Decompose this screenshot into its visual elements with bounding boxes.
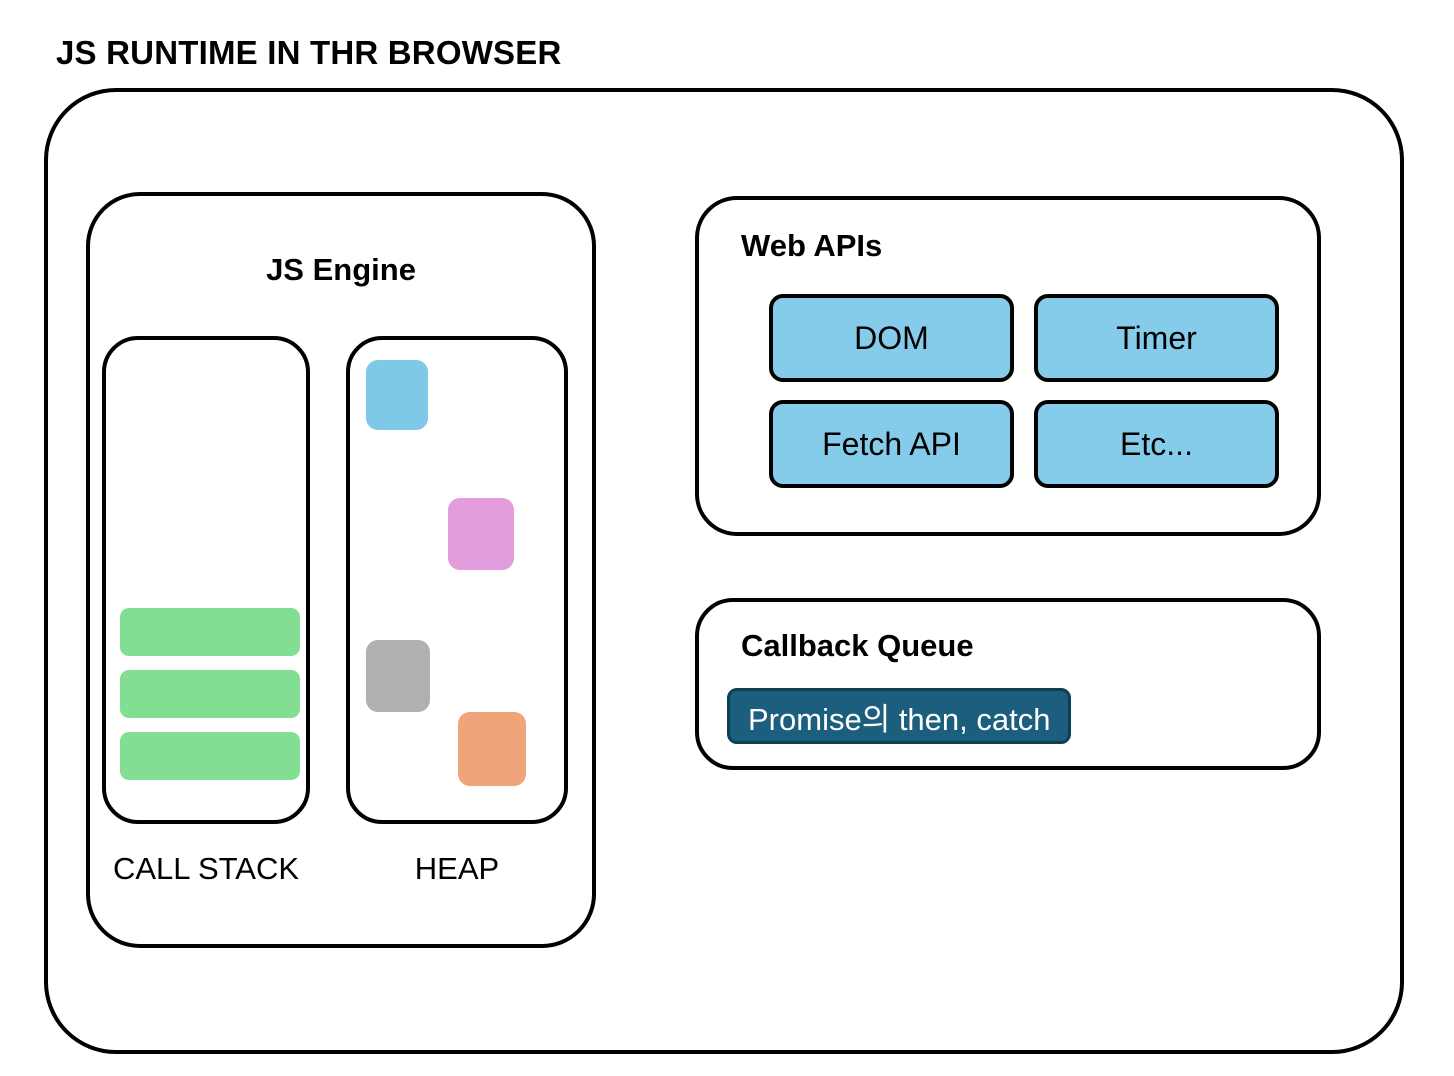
web-api-box-timer[interactable]: Timer [1034,294,1279,382]
web-apis-title: Web APIs [741,228,883,263]
callback-queue-items: Promise의 then, catch [727,688,1072,744]
callback-queue-item-label: Promise의 then, catch [748,701,1051,737]
web-api-box-etc[interactable]: Etc... [1034,400,1279,488]
web-api-label: Timer [1116,319,1197,356]
call-stack-frame [120,670,300,718]
call-stack-label: CALL STACK [112,851,300,886]
callback-queue-title: Callback Queue [741,628,974,663]
web-api-label: Etc... [1120,425,1193,462]
heap-label: HEAP [414,851,500,886]
call-stack-frame [120,608,300,656]
heap-box [346,336,568,824]
call-stack-frame [120,732,300,780]
web-api-label: DOM [854,319,929,356]
heap-object-blue [366,360,428,430]
page-title: JS RUNTIME IN THR BROWSER [56,34,562,71]
heap-object-gray [366,640,430,712]
callback-queue-item[interactable]: Promise의 then, catch [727,688,1072,744]
heap-object-pink [448,498,514,570]
js-engine-title: JS Engine [266,252,416,287]
web-api-box-fetch-api[interactable]: Fetch API [769,400,1014,488]
callback-queue-panel: Callback Queue Promise의 then, catch [695,598,1321,770]
heap-object-orange [458,712,526,786]
web-api-box-dom[interactable]: DOM [769,294,1014,382]
web-api-label: Fetch API [822,425,961,462]
call-stack-box [102,336,310,824]
